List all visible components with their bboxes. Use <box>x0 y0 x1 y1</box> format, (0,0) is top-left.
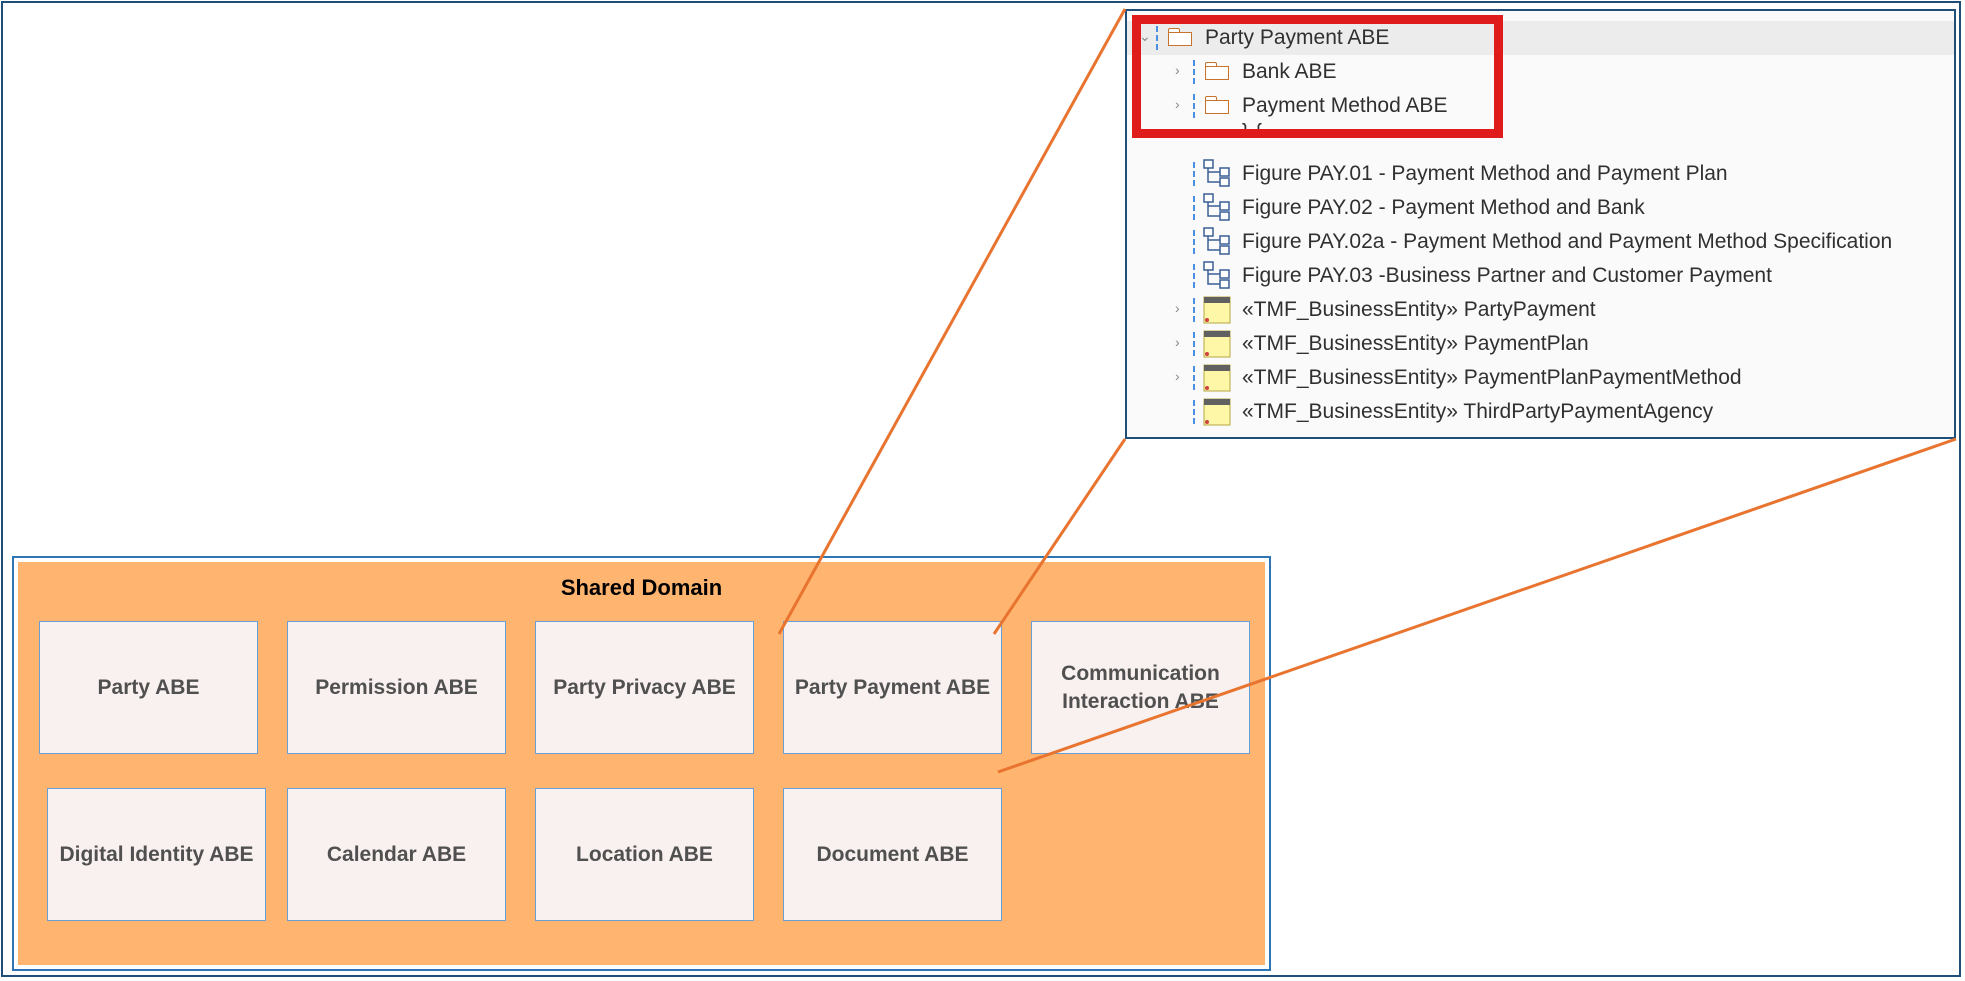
diagram-icon <box>1203 193 1230 221</box>
tree-guide <box>1193 264 1195 288</box>
tree-row-folder[interactable]: › Bank ABE <box>1127 55 1954 89</box>
diagram-icon <box>1203 227 1230 255</box>
tree-row-root[interactable]: ⌄ Party Payment ABE <box>1127 21 1954 55</box>
tree-label: Payment Method ABE <box>1242 94 1448 117</box>
abe-box-communication-interaction[interactable]: Communication Interaction ABE <box>1031 621 1250 754</box>
chevron-right-icon[interactable]: › <box>1175 334 1180 350</box>
tree-label: «TMF_BusinessEntity» ThirdPartyPaymentAg… <box>1242 400 1714 423</box>
class-icon <box>1203 330 1231 358</box>
abe-box-party[interactable]: Party ABE <box>39 621 258 754</box>
folder-icon <box>1205 96 1229 114</box>
tree-label: Figure PAY.02 - Payment Method and Bank <box>1242 196 1645 219</box>
tree-row-diagram[interactable]: Figure PAY.02 - Payment Method and Bank <box>1127 191 1954 225</box>
tree-guide <box>1193 230 1195 254</box>
abe-box-location[interactable]: Location ABE <box>535 788 754 921</box>
tree-guide <box>1193 400 1195 424</box>
tree-row-partial: { } <box>1127 123 1954 145</box>
tree-guide <box>1193 366 1195 390</box>
tree-label: Party Payment ABE <box>1205 26 1390 49</box>
tree-label: Figure PAY.03 -Business Partner and Cust… <box>1242 264 1772 287</box>
abe-label: Digital Identity ABE <box>59 842 254 866</box>
tree-label: Figure PAY.01 - Payment Method and Payme… <box>1242 162 1728 185</box>
class-icon <box>1203 364 1231 392</box>
tree-guide <box>1193 332 1195 356</box>
highlight-box <box>1132 15 1503 138</box>
abe-label: Location ABE <box>576 842 713 866</box>
abe-label: Party Privacy ABE <box>553 675 736 699</box>
class-icon <box>1203 398 1231 426</box>
tree-row-entity[interactable]: › «TMF_BusinessEntity» PaymentPlanPaymen… <box>1127 361 1954 395</box>
abe-label: Party Payment ABE <box>794 675 991 699</box>
tree-row-entity[interactable]: › «TMF_BusinessEntity» PartyPayment <box>1127 293 1954 327</box>
callout-line <box>997 437 1957 774</box>
abe-box-permission[interactable]: Permission ABE <box>287 621 506 754</box>
abe-box-party-privacy[interactable]: Party Privacy ABE <box>535 621 754 754</box>
abe-label: Permission ABE <box>315 675 478 699</box>
chevron-right-icon[interactable]: › <box>1175 300 1180 316</box>
tree-row-entity[interactable]: «TMF_BusinessEntity» ThirdPartyPaymentAg… <box>1127 395 1954 429</box>
tree-guide <box>1193 196 1195 220</box>
tree-label: «TMF_BusinessEntity» PaymentPlan <box>1242 332 1589 355</box>
shared-domain-area: Shared Domain Party ABE Permission ABE P… <box>18 562 1265 965</box>
chevron-right-icon[interactable]: › <box>1175 62 1180 78</box>
tree-guide <box>1193 162 1195 186</box>
diagram-icon <box>1203 261 1230 289</box>
chevron-right-icon[interactable]: › <box>1175 96 1180 112</box>
tree-label: Figure PAY.02a - Payment Method and Paym… <box>1242 230 1893 253</box>
tree-guide <box>1193 94 1195 118</box>
tree-label: «TMF_BusinessEntity» PaymentPlanPaymentM… <box>1242 366 1742 389</box>
chevron-down-icon[interactable]: ⌄ <box>1139 28 1151 44</box>
abe-box-calendar[interactable]: Calendar ABE <box>287 788 506 921</box>
folder-icon <box>1205 62 1229 80</box>
tree-row-diagram[interactable]: Figure PAY.02a - Payment Method and Paym… <box>1127 225 1954 259</box>
abe-box-party-payment[interactable]: Party Payment ABE <box>783 621 1002 754</box>
callout-line <box>992 438 1127 635</box>
tree-row-diagram[interactable]: Figure PAY.03 -Business Partner and Cust… <box>1127 259 1954 293</box>
shared-domain-container: Shared Domain Party ABE Permission ABE P… <box>12 556 1271 971</box>
abe-box-digital-identity[interactable]: Digital Identity ABE <box>47 788 266 921</box>
chevron-right-icon[interactable]: › <box>1175 368 1180 384</box>
abe-box-document[interactable]: Document ABE <box>783 788 1002 921</box>
tree-guide <box>1156 26 1158 50</box>
abe-label: Calendar ABE <box>326 842 467 866</box>
abe-label: Party ABE <box>97 675 200 699</box>
model-browser-tree: ⌄ Party Payment ABE › Bank ABE › Payment… <box>1125 9 1956 439</box>
tree-guide <box>1193 60 1195 84</box>
tree-label: { } <box>1242 123 1262 135</box>
tree-row-diagram[interactable]: Figure PAY.01 - Payment Method and Payme… <box>1127 157 1954 191</box>
domain-title: Shared Domain <box>560 575 723 600</box>
tree-label: «TMF_BusinessEntity» PartyPayment <box>1242 298 1596 321</box>
abe-label: Communication Interaction ABE <box>1061 661 1220 713</box>
folder-icon <box>1168 28 1192 46</box>
tree-label: Bank ABE <box>1242 60 1337 83</box>
abe-label: Document ABE <box>816 842 969 866</box>
diagram-icon <box>1203 159 1230 187</box>
tree-row-entity[interactable]: › «TMF_BusinessEntity» PaymentPlan <box>1127 327 1954 361</box>
class-icon <box>1203 296 1231 324</box>
callout-line <box>777 8 1127 635</box>
tree-row-folder[interactable]: › Payment Method ABE <box>1127 89 1954 123</box>
tree-guide <box>1193 298 1195 322</box>
